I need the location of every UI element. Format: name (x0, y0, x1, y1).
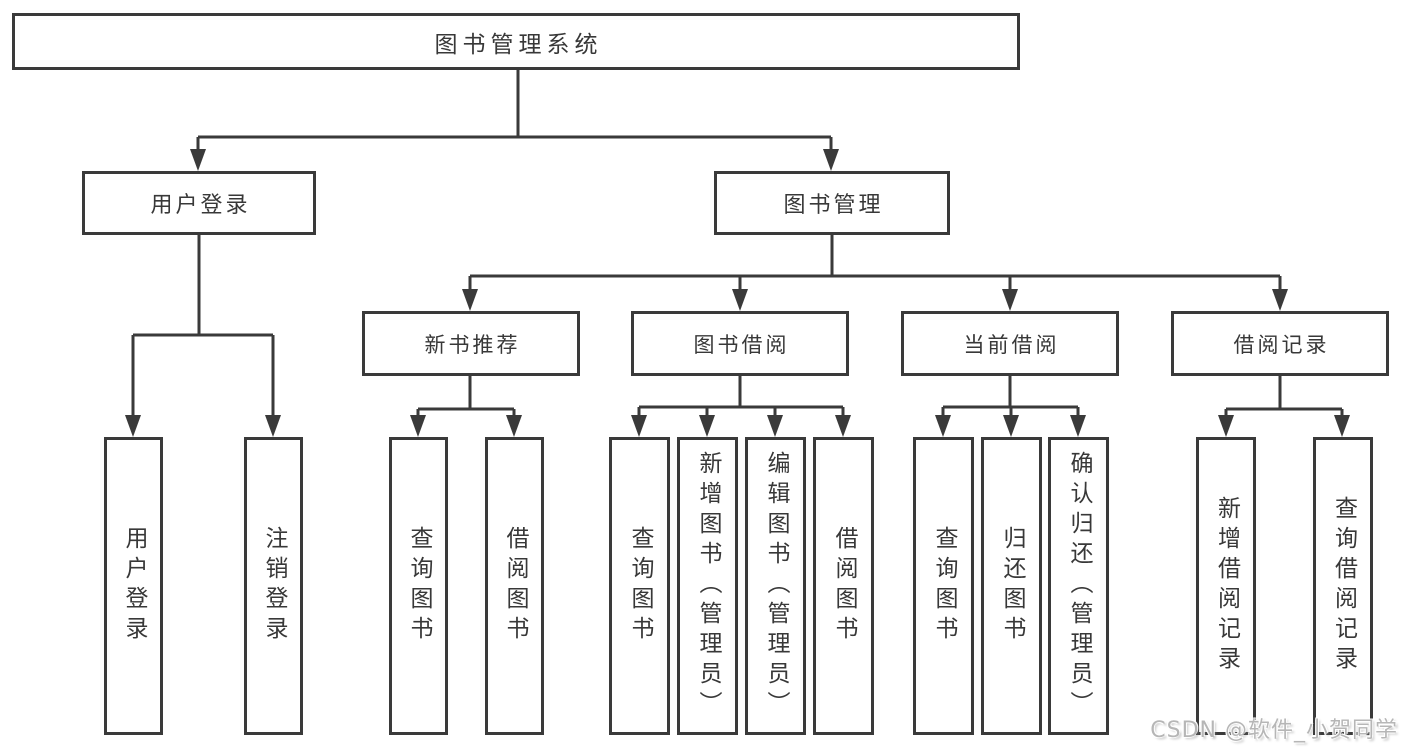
node-label: 当前借阅 (963, 332, 1060, 357)
leaf-confirm-return-admin: 确认归还（管理员） (1048, 437, 1109, 735)
arrow-heads (125, 149, 1350, 437)
csdn-watermark: CSDN @软件_小贺同学 (1150, 718, 1398, 743)
node-current-borrowing: 当前借阅 (901, 311, 1119, 376)
arrow-head (462, 289, 478, 311)
arrow-head (631, 415, 647, 437)
node-label: 借阅记录 (1233, 332, 1330, 357)
leaf-query-books: 查询图书 (609, 437, 670, 735)
arrow-head (506, 415, 522, 437)
leaf-add-books-admin: 新增图书（管理员） (677, 437, 738, 735)
node-borrowing-records: 借阅记录 (1171, 311, 1389, 376)
arrow-head (732, 289, 748, 311)
node-label: 借阅图书 (502, 526, 528, 646)
node-label: 查询图书 (931, 526, 957, 646)
node-label: 查询借阅记录 (1330, 496, 1357, 676)
arrow-head (699, 415, 715, 437)
node-label: 编辑图书（管理员） (763, 451, 789, 721)
tree-edges (131, 69, 1344, 421)
node-label: 新书推荐 (424, 332, 521, 357)
leaf-query-books: 查询图书 (389, 437, 448, 735)
arrow-head (1003, 415, 1019, 437)
arrow-head (1002, 289, 1018, 311)
node-library-management-system: 图书管理系统 (12, 13, 1020, 70)
arrow-head (265, 415, 281, 437)
node-label: 注销登录 (261, 526, 287, 646)
node-label: 查询图书 (406, 526, 432, 646)
arrow-head (1272, 289, 1288, 311)
arrow-head (1070, 415, 1086, 437)
arrow-head (125, 415, 141, 437)
arrow-head (190, 149, 206, 171)
leaf-logout: 注销登录 (244, 437, 303, 735)
node-label: 查询图书 (627, 526, 653, 646)
node-label: 新增图书（管理员） (695, 451, 721, 721)
arrow-head (935, 415, 951, 437)
arrow-head (767, 415, 783, 437)
arrow-head (835, 415, 851, 437)
leaf-user-login: 用户登录 (104, 437, 163, 735)
node-label: 用户登录 (150, 193, 251, 218)
node-new-book-recommendation: 新书推荐 (362, 311, 580, 376)
leaf-query-borrowing-record: 查询借阅记录 (1313, 437, 1373, 735)
arrow-head (1334, 415, 1350, 437)
node-label: 图书借阅 (693, 332, 790, 357)
node-label: 图书管理 (783, 193, 884, 218)
leaf-borrow-books: 借阅图书 (485, 437, 544, 735)
node-user-login: 用户登录 (82, 171, 316, 235)
leaf-return-books: 归还图书 (981, 437, 1042, 735)
leaf-edit-books-admin: 编辑图书（管理员） (745, 437, 806, 735)
arrow-head (410, 415, 426, 437)
node-book-management: 图书管理 (714, 171, 950, 235)
node-label: 用户登录 (121, 526, 147, 646)
node-label: 图书管理系统 (434, 31, 603, 58)
leaf-query-books: 查询图书 (913, 437, 974, 735)
node-label: 借阅图书 (831, 526, 857, 646)
node-label: 归还图书 (999, 526, 1025, 646)
leaf-borrow-books: 借阅图书 (813, 437, 874, 735)
node-label: 确认归还（管理员） (1066, 451, 1092, 721)
arrow-head (823, 149, 839, 171)
node-book-borrowing: 图书借阅 (631, 311, 849, 376)
node-label: 新增借阅记录 (1213, 496, 1240, 676)
leaf-add-borrowing-record: 新增借阅记录 (1196, 437, 1256, 735)
arrow-head (1218, 415, 1234, 437)
